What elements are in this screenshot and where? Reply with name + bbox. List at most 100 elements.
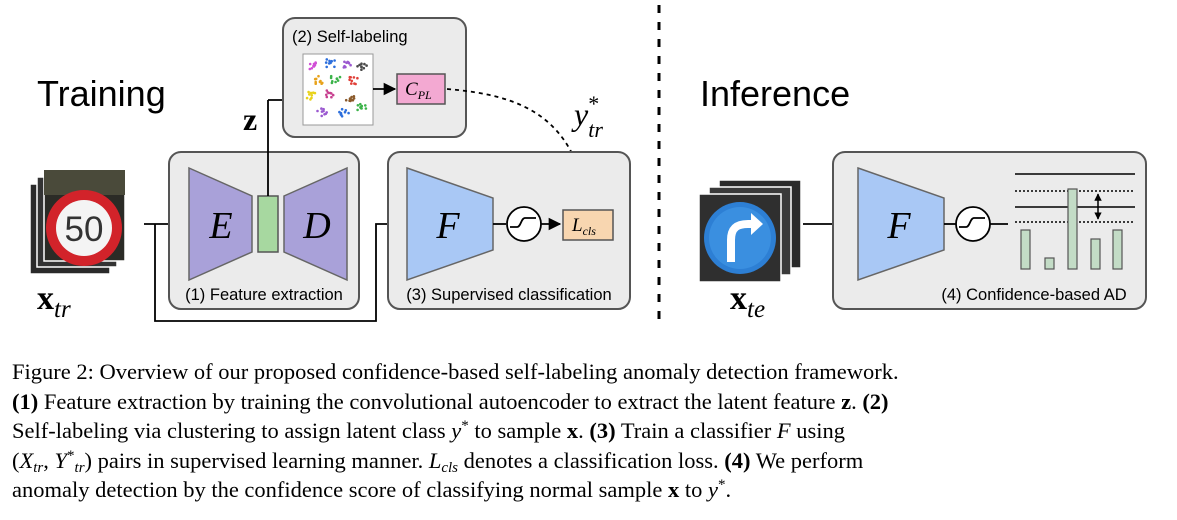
cluster-point [314,82,318,85]
cluster-point [338,75,342,79]
lcls-symbol: Lcls [571,215,596,238]
cluster-point [360,68,363,71]
caption-line-1: Figure 2: Overview of our proposed confi… [12,359,899,384]
softmax-icon [506,206,542,242]
cluster-point [317,74,320,78]
cluster-point [364,104,367,107]
speed-limit-sign-icon: 50 [46,190,122,266]
cluster-point [358,63,361,67]
caption-line-4: (Xtr, Y*tr) pairs in supervised learning… [12,447,864,476]
cluster-point [343,110,347,114]
x-te-label: xte [730,280,765,323]
cluster-point [305,96,309,100]
cluster-point [321,81,324,85]
cluster-points [305,58,368,118]
cluster-point [331,80,334,83]
latent-z-label: z [243,101,257,137]
cluster-point [360,65,363,68]
cluster-point [324,61,328,64]
cluster-point [318,80,322,84]
cluster-point [356,104,360,107]
cluster-point [307,90,310,94]
cluster-point [352,95,356,98]
cluster-point [348,78,351,82]
cluster-point [329,74,333,78]
cluster-point [308,93,311,96]
cluster-point [330,95,333,99]
cluster-point [308,67,312,71]
cluster-point [310,94,314,97]
cluster-point [365,64,368,67]
cluster-point [327,62,331,65]
cluster-point [324,112,328,116]
confidence-bar [1112,229,1123,270]
confidence-ad-label: (4) Confidence-based AD [941,286,1126,304]
caption-line-3: Self-labeling via clustering to assign l… [12,418,846,443]
cluster-point [316,109,319,113]
cluster-point [320,107,323,110]
cluster-point [328,59,331,63]
framework-diagram: Training Inference 50 xtr E D (1) Featur… [29,5,1147,323]
cluster-point [350,82,353,85]
cluster-point [338,110,341,114]
training-image-stack: 50 [29,169,126,275]
pseudo-label-arrow [446,88,593,210]
cluster-point [348,75,352,79]
classifier-inference-block [857,166,945,282]
softmax-inference-icon [955,206,991,242]
cluster-point [325,65,329,69]
latent-block [257,195,279,253]
cluster-point [350,98,353,101]
cluster-point [352,76,356,79]
cluster-point [309,91,313,95]
cluster-point [330,92,333,95]
sign-number: 50 [65,210,104,249]
cluster-point [356,76,359,80]
self-labeling-label: (2) Self-labeling [292,28,408,46]
cluster-point [320,110,324,113]
x-tr-label: xtr [37,280,71,323]
cluster-point [320,114,324,118]
cluster-point [325,89,329,92]
encoder-symbol: E [208,205,232,247]
cluster-point [362,66,366,70]
feature-extraction-label: (1) Feature extraction [185,286,343,304]
confidence-bar [1090,238,1101,270]
confidence-bar [1020,229,1031,270]
classifier-block [406,166,494,282]
cluster-point [347,111,350,115]
cluster-point [360,107,363,110]
cluster-point [310,67,314,70]
cluster-point [314,62,318,65]
inference-title: Inference [700,73,850,114]
cluster-point [343,60,346,64]
training-title: Training [37,73,166,114]
decoder-symbol: D [302,205,330,247]
cluster-point [311,91,315,94]
cluster-point [334,80,337,84]
classifier-symbol: F [435,205,460,247]
turn-right-sign-icon [704,202,776,274]
cluster-point [309,98,312,101]
cluster-point [340,107,344,111]
cluster-point [331,93,335,97]
cluster-point [333,65,336,69]
cluster-point [326,91,330,94]
cluster-point [350,79,354,83]
classifier-inference-symbol: F [886,205,911,247]
cluster-point [325,95,329,99]
caption-line-2: (1) Feature extraction by training the c… [12,388,889,414]
cluster-point [347,61,351,65]
cluster-point [340,115,344,118]
confidence-bar [1067,188,1078,270]
cluster-point [363,62,366,66]
cluster-point [356,108,359,112]
inference-image-stack [698,179,802,283]
cluster-point [313,77,317,81]
cluster-point [325,93,328,97]
caption-line-5: anomaly detection by the confidence scor… [12,477,732,502]
cluster-point [344,98,348,102]
cluster-point [336,79,340,82]
cluster-point [352,97,356,100]
cluster-point [344,65,347,69]
